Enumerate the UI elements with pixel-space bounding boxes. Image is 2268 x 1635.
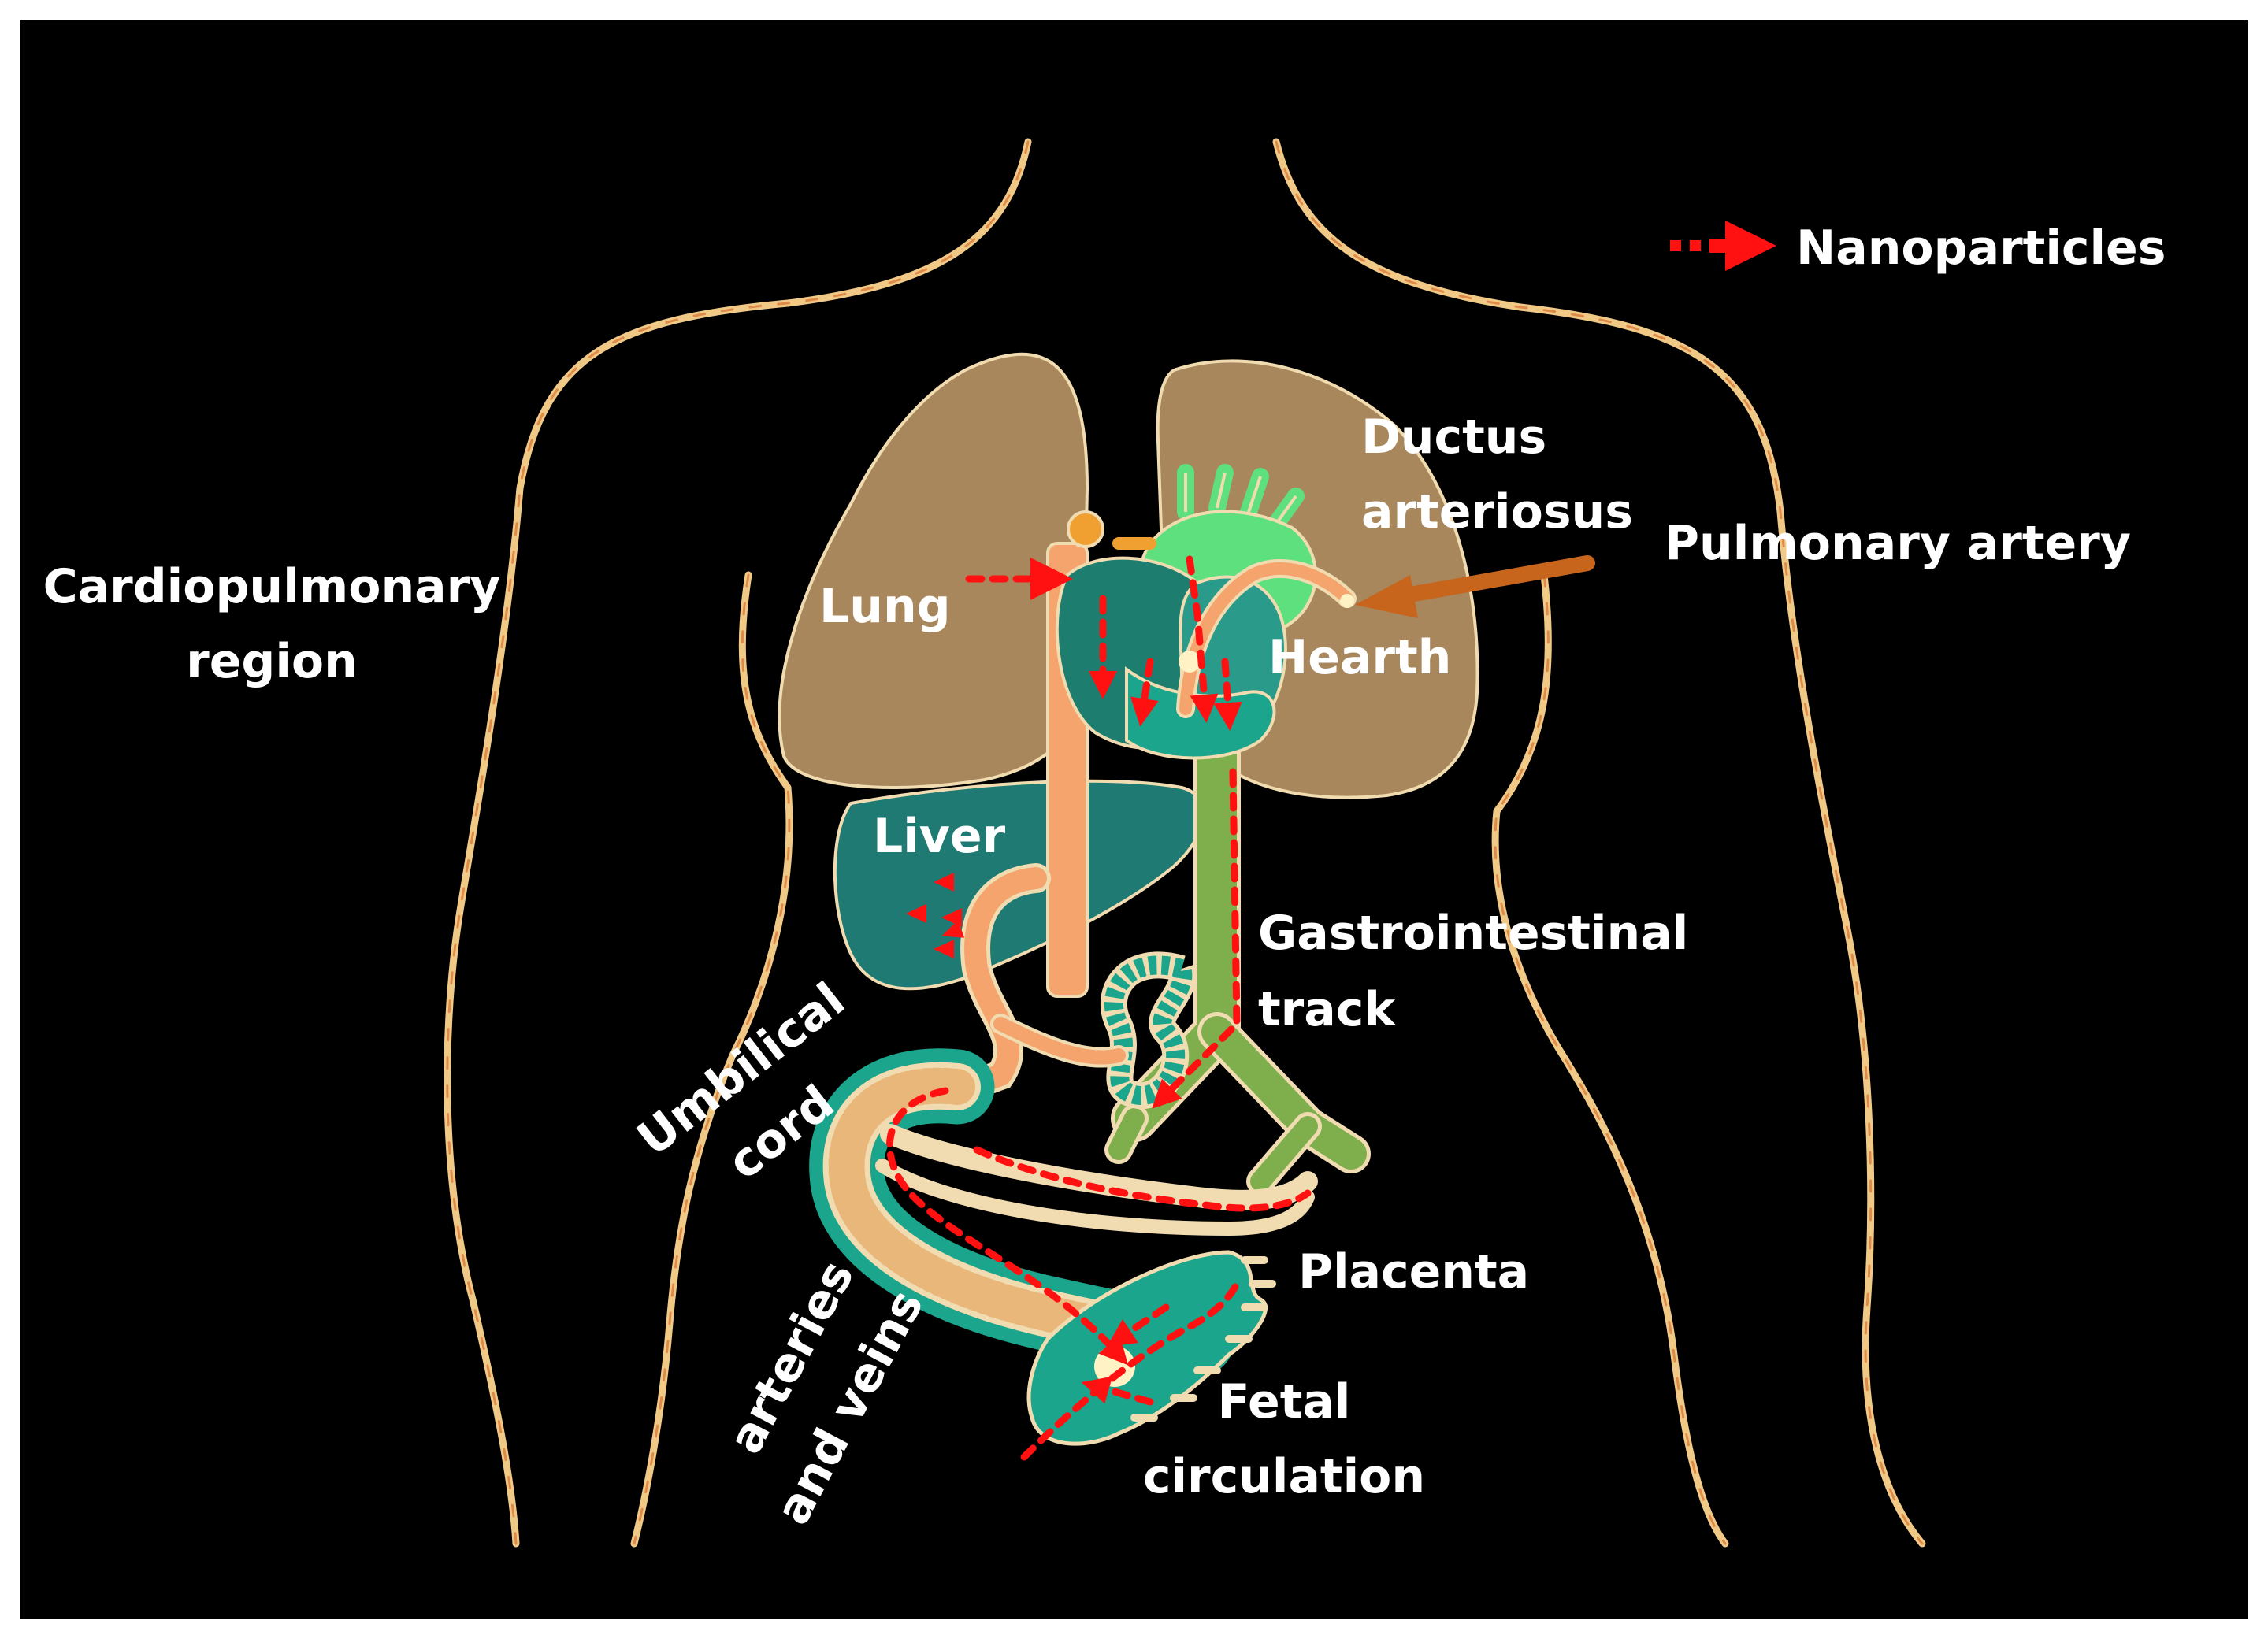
label-fetal-line2: circulation [1143,1449,1425,1504]
label-cardiopulmonary-line1: Cardiopulmonary [43,559,501,614]
label-gastro-line2: track [1258,982,1397,1037]
orange-arrow-icon [1355,555,1595,618]
heart [1055,464,1357,760]
ductus-junction [1179,651,1201,673]
liver-nanoparticles [906,873,965,958]
label-placenta: Placenta [1298,1244,1529,1299]
label-cardiopulmonary-line2: region [186,634,358,689]
nanoparticle-pathways [885,555,1312,1461]
vessel-top-cap [1067,510,1104,548]
left-lung [778,352,1089,789]
umbilical-vein [930,863,1129,1110]
label-ductus-line1: Ductus [1361,410,1546,465]
label-hearth: Hearth [1268,630,1451,685]
legend: Nanoparticles [1670,221,2166,276]
label-lung: Lung [819,579,951,634]
label-liver: Liver [873,809,1006,864]
label-gastro-line1: Gastrointestinal [1258,906,1688,961]
label-ductus-line2: arteriosus [1361,484,1633,539]
legend-label: Nanoparticles [1796,221,2166,276]
label-pulmonary-artery: Pulmonary artery [1665,516,2131,571]
red-dashed-arrow-icon [1670,221,1776,271]
body-silhouette [444,138,1926,1548]
intestine-coil [1100,951,1197,1109]
label-fetal-line1: Fetal [1218,1374,1351,1429]
